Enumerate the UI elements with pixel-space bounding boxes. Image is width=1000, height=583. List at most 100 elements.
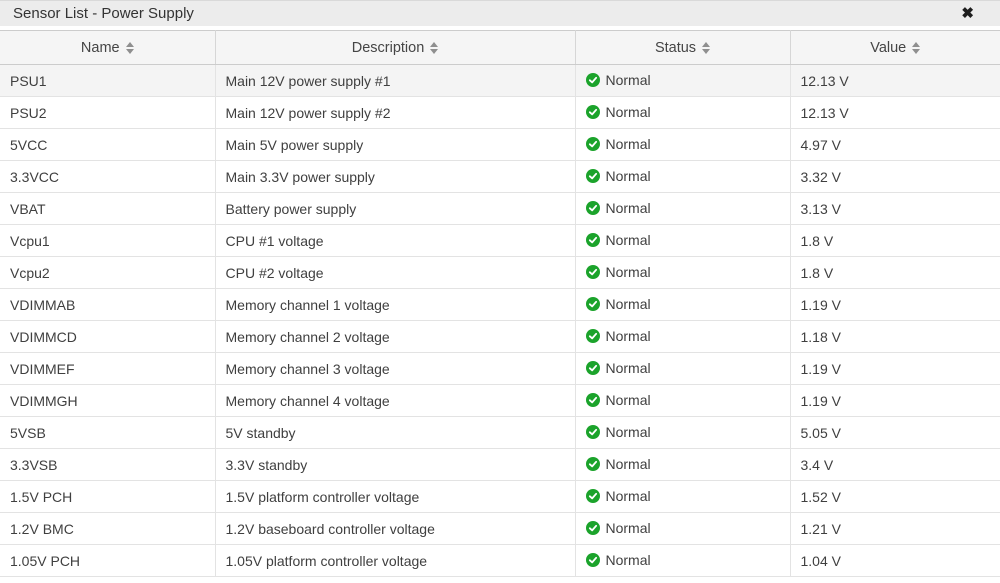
sensor-description-cell: Memory channel 3 voltage [214,352,576,385]
table-row[interactable]: 1.05V PCH 1.05V platform controller volt… [0,544,1000,577]
sensor-value-cell: 5.05 V [789,416,1000,449]
sort-icon [702,41,711,54]
table-row[interactable]: VBAT Battery power supply Normal 3.13 V [0,192,1000,225]
sensor-description-cell: 1.05V platform controller voltage [214,544,576,577]
status-ok-icon [585,296,600,311]
sensor-name-cell: 1.2V BMC [0,512,216,545]
table-row[interactable]: VDIMMAB Memory channel 1 voltage Normal … [0,288,1000,321]
table-row[interactable]: Vcpu1 CPU #1 voltage Normal 1.8 V [0,224,1000,257]
table-row[interactable]: PSU2 Main 12V power supply #2 Normal 12.… [0,96,1000,129]
sort-icon [125,41,134,54]
sensor-table-header: Name Description Status Value [0,30,1000,65]
status-ok-icon [585,552,600,567]
panel-title: Sensor List - Power Supply [13,5,194,22]
sensor-description-cell: CPU #2 voltage [214,256,576,289]
sensor-value-cell: 12.13 V [789,64,1000,97]
sensor-name-cell: Vcpu1 [0,224,216,257]
status-ok-icon [585,72,600,87]
sensor-description-cell: 3.3V standby [214,448,576,481]
table-row[interactable]: 1.2V BMC 1.2V baseboard controller volta… [0,512,1000,545]
sensor-value-cell: 3.32 V [789,160,1000,193]
sensor-description-cell: Main 3.3V power supply [214,160,576,193]
status-ok-icon [585,104,600,119]
column-header-name[interactable]: Name [0,30,216,65]
sensor-status-cell: Normal [574,224,791,257]
status-label: Normal [605,327,651,344]
sensor-description-cell: Main 5V power supply [214,128,576,161]
status-label: Normal [605,71,651,88]
sensor-description-cell: Memory channel 1 voltage [214,288,576,321]
sensor-table: Name Description Status Value [0,30,1000,577]
sensor-status-cell: Normal [574,448,791,481]
column-header-label: Description [351,39,425,56]
table-row[interactable]: VDIMMGH Memory channel 4 voltage Normal … [0,384,1000,417]
sensor-value-cell: 3.4 V [789,448,1000,481]
status-ok-icon [585,360,600,375]
sensor-status-cell: Normal [574,128,791,161]
status-label: Normal [605,519,651,536]
table-row[interactable]: Vcpu2 CPU #2 voltage Normal 1.8 V [0,256,1000,289]
column-header-value[interactable]: Value [789,30,1000,65]
panel-titlebar: Sensor List - Power Supply ✖ [0,0,1000,26]
column-header-label: Status [654,39,697,56]
sensor-name-cell: VDIMMCD [0,320,216,353]
sensor-description-cell: 1.2V baseboard controller voltage [214,512,576,545]
sensor-status-cell: Normal [574,480,791,513]
sensor-description-cell: Memory channel 4 voltage [214,384,576,417]
column-header-label: Name [80,39,120,56]
table-row[interactable]: 3.3VSB 3.3V standby Normal 3.4 V [0,448,1000,481]
table-row[interactable]: PSU1 Main 12V power supply #1 Normal 12.… [0,64,1000,97]
table-row[interactable]: 5VCC Main 5V power supply Normal 4.97 V [0,128,1000,161]
sensor-name-cell: 1.5V PCH [0,480,216,513]
sensor-name-cell: 5VCC [0,128,216,161]
status-ok-icon [585,392,600,407]
status-label: Normal [605,391,651,408]
sensor-value-cell: 1.19 V [789,352,1000,385]
sensor-name-cell: VBAT [0,192,216,225]
sensor-description-cell: Main 12V power supply #2 [214,96,576,129]
sensor-status-cell: Normal [574,96,791,129]
sensor-description-cell: 1.5V platform controller voltage [214,480,576,513]
sensor-status-cell: Normal [574,320,791,353]
status-label: Normal [605,135,651,152]
sensor-value-cell: 4.97 V [789,128,1000,161]
sensor-table-body: PSU1 Main 12V power supply #1 Normal 12.… [0,64,1000,577]
column-header-description[interactable]: Description [214,30,576,65]
status-label: Normal [605,551,651,568]
close-icon[interactable]: ✖ [961,5,974,22]
sensor-status-cell: Normal [574,416,791,449]
sensor-name-cell: PSU2 [0,96,216,129]
status-ok-icon [585,328,600,343]
sensor-name-cell: 3.3VCC [0,160,216,193]
status-label: Normal [605,487,651,504]
status-label: Normal [605,455,651,472]
status-label: Normal [605,103,651,120]
status-ok-icon [585,424,600,439]
table-row[interactable]: VDIMMEF Memory channel 3 voltage Normal … [0,352,1000,385]
sensor-value-cell: 1.19 V [789,288,1000,321]
sensor-value-cell: 3.13 V [789,192,1000,225]
sensor-value-cell: 1.8 V [789,224,1000,257]
status-ok-icon [585,456,600,471]
sort-icon [912,41,921,54]
status-label: Normal [605,423,651,440]
column-header-status[interactable]: Status [574,30,791,65]
sensor-description-cell: CPU #1 voltage [214,224,576,257]
status-label: Normal [605,359,651,376]
sensor-value-cell: 1.04 V [789,544,1000,577]
status-ok-icon [585,168,600,183]
table-row[interactable]: VDIMMCD Memory channel 2 voltage Normal … [0,320,1000,353]
sensor-name-cell: VDIMMEF [0,352,216,385]
table-row[interactable]: 3.3VCC Main 3.3V power supply Normal 3.3… [0,160,1000,193]
sensor-status-cell: Normal [574,288,791,321]
column-header-label: Value [870,39,907,56]
status-label: Normal [605,263,651,280]
sensor-status-cell: Normal [574,352,791,385]
sensor-name-cell: VDIMMGH [0,384,216,417]
sensor-name-cell: PSU1 [0,64,216,97]
table-row[interactable]: 5VSB 5V standby Normal 5.05 V [0,416,1000,449]
sensor-name-cell: 1.05V PCH [0,544,216,577]
table-row[interactable]: 1.5V PCH 1.5V platform controller voltag… [0,480,1000,513]
sensor-value-cell: 1.8 V [789,256,1000,289]
sensor-status-cell: Normal [574,544,791,577]
